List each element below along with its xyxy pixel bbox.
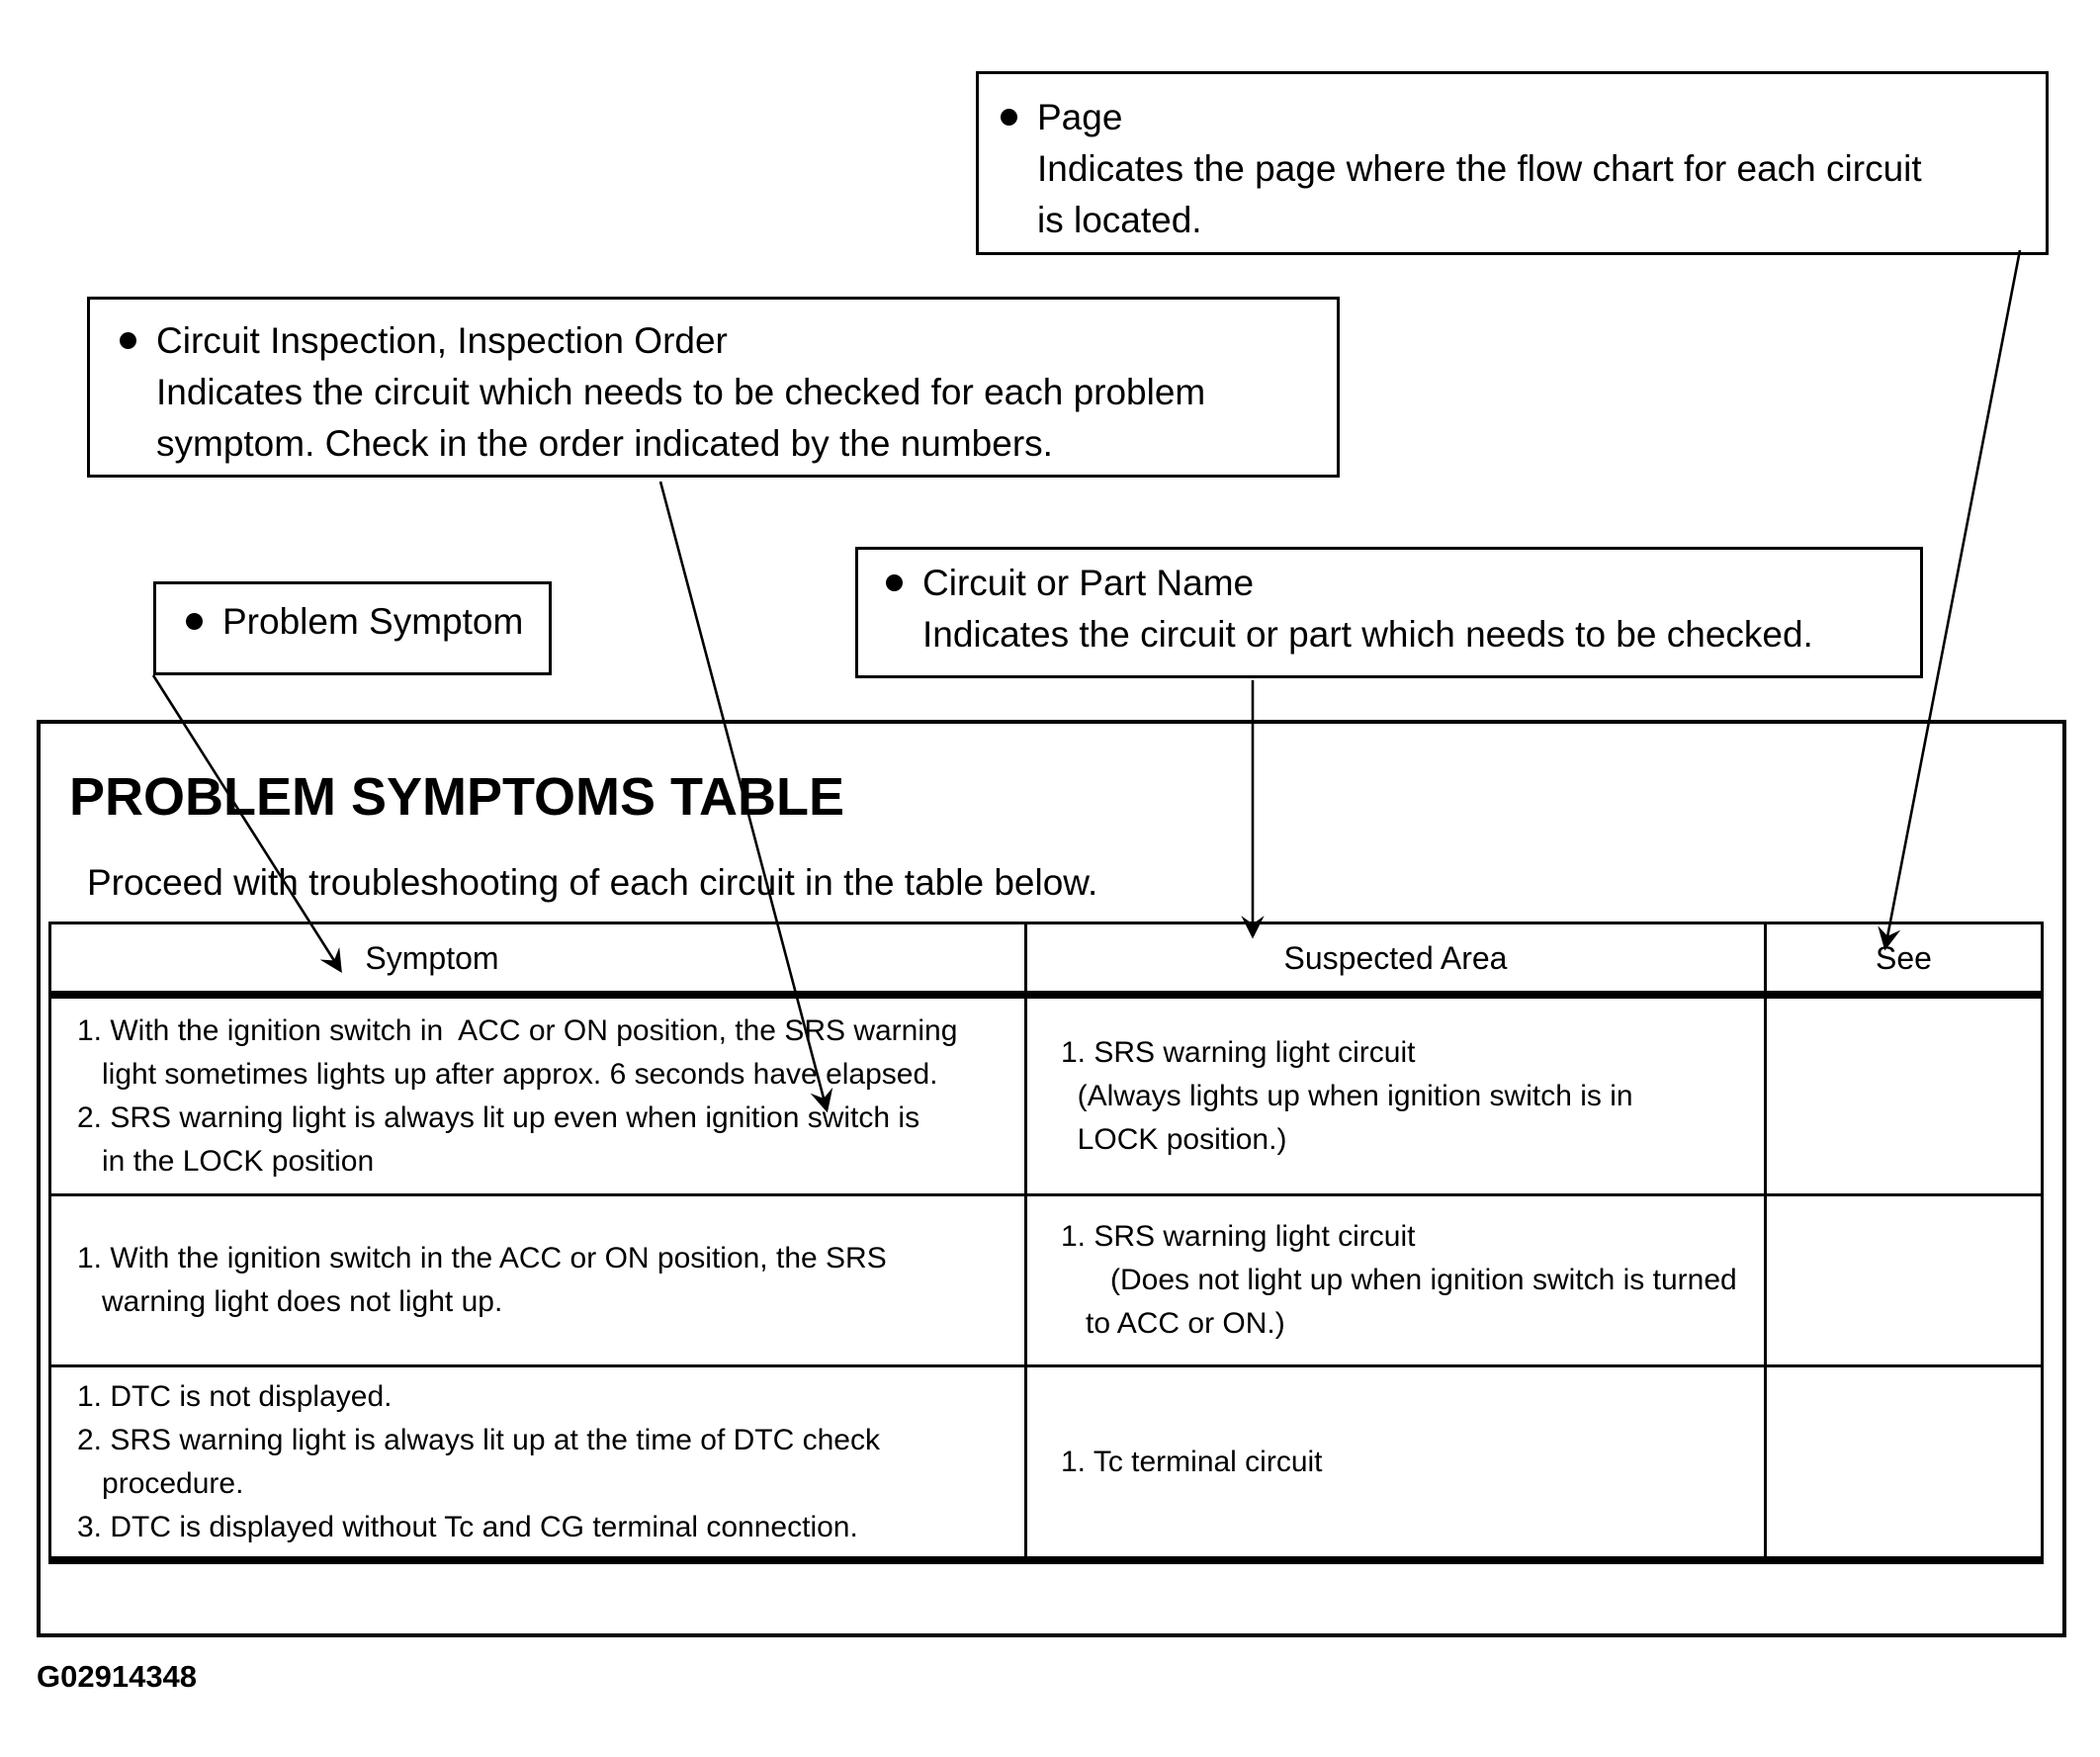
table-row-1-suspected-area: 1. SRS warning light circuit (Always lig…	[1027, 999, 1767, 1196]
table-row-1-symptom: 1. With the ignition switch in ACC or ON…	[51, 999, 1027, 1196]
bullet-icon	[120, 332, 136, 349]
callout-circuit-inspection-title: Circuit Inspection, Inspection Order	[156, 320, 728, 361]
table-row-2-see	[1767, 1196, 2041, 1367]
callout-problem-symptom-title: Problem Symptom	[222, 601, 524, 642]
callout-circuit-or-part-name-description: Indicates the circuit or part which need…	[922, 614, 1813, 655]
column-header-suspected-area: Suspected Area	[1027, 924, 1767, 999]
column-header-see: See	[1767, 924, 2041, 999]
bullet-icon	[1001, 109, 1017, 126]
table-row-3-see	[1767, 1367, 2041, 1556]
figure-code: G02914348	[37, 1659, 198, 1694]
callout-page-title: Page	[1037, 97, 1123, 137]
callout-circuit-or-part-name: Circuit or Part Name Indicates the circu…	[855, 547, 1923, 678]
table-row-3-symptom: 1. DTC is not displayed. 2. SRS warning …	[51, 1367, 1027, 1556]
callout-circuit-inspection-description: Indicates the circuit which needs to be …	[156, 372, 1206, 464]
column-header-symptom: Symptom	[51, 924, 1027, 999]
table-row-3-suspected-area: 1. Tc terminal circuit	[1027, 1367, 1767, 1556]
intro-text: Proceed with troubleshooting of each cir…	[87, 862, 1098, 903]
table-row-2-symptom: 1. With the ignition switch in the ACC o…	[51, 1196, 1027, 1367]
callout-circuit-inspection: Circuit Inspection, Inspection Order Ind…	[87, 297, 1340, 478]
bullet-icon	[186, 613, 203, 630]
bullet-icon	[886, 574, 903, 591]
callout-page-description: Indicates the page where the flow chart …	[1037, 148, 1922, 240]
table-row-2-suspected-area: 1. SRS warning light circuit (Does not l…	[1027, 1196, 1767, 1367]
callout-problem-symptom: Problem Symptom	[153, 581, 552, 675]
problem-symptoms-table: Symptom Suspected Area See 1. With the i…	[48, 922, 2044, 1564]
table-row-1-see	[1767, 999, 2041, 1196]
page-title: PROBLEM SYMPTOMS TABLE	[69, 767, 845, 827]
callout-page: Page Indicates the page where the flow c…	[976, 71, 2049, 255]
callout-circuit-or-part-name-title: Circuit or Part Name	[922, 563, 1255, 603]
